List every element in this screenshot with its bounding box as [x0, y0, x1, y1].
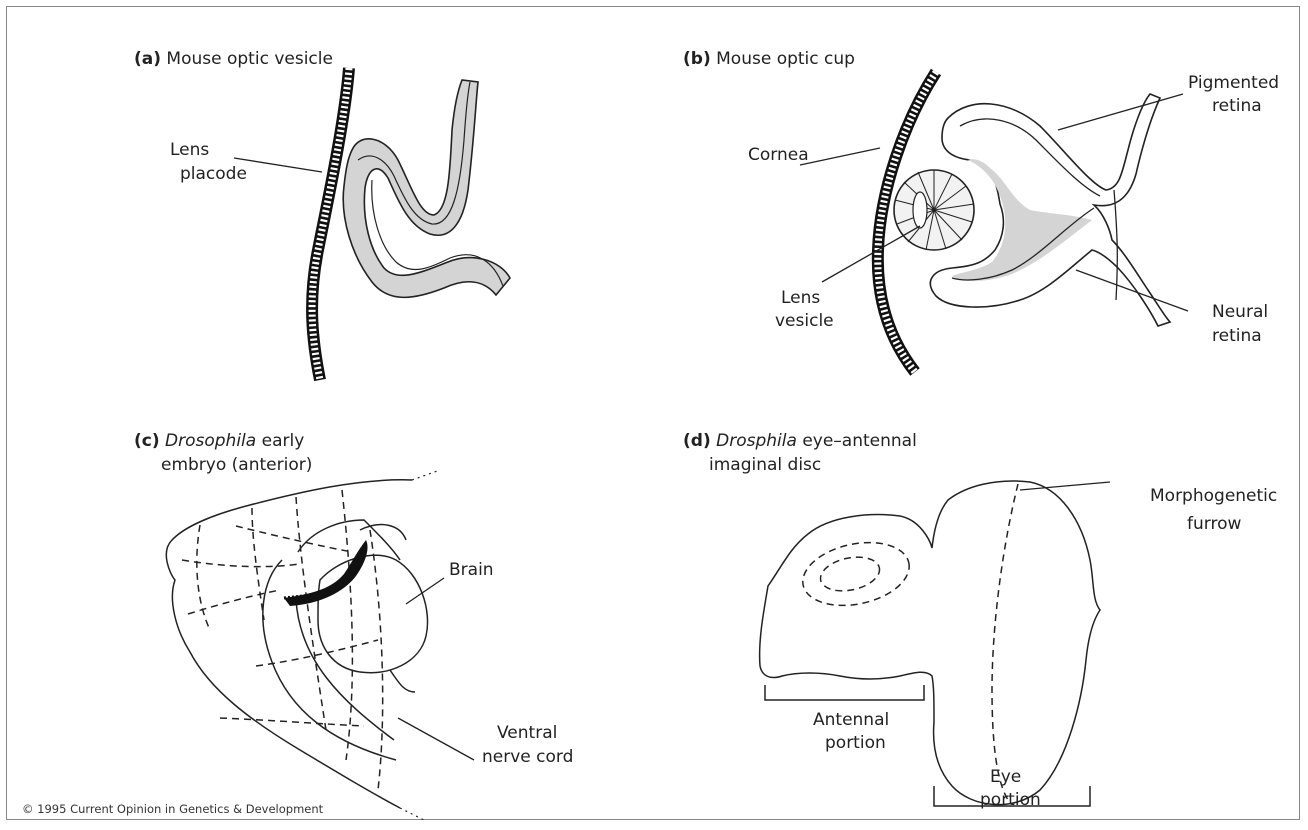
lens-placode-leader [234, 158, 322, 172]
label-lens-vesicle-2: vesicle [775, 311, 834, 331]
copyright-notice: © 1995 Current Opinion in Genetics & Dev… [22, 802, 324, 816]
label-eye-1: Eye [990, 767, 1021, 787]
label-furrow-1: Morphogenetic [1150, 486, 1277, 506]
optic-vesicle [343, 80, 510, 297]
label-pigmented-2: retina [1212, 96, 1262, 116]
ectoderm-strip [312, 68, 349, 380]
label-furrow-2: furrow [1187, 514, 1241, 534]
label-antennal-1: Antennal [813, 710, 889, 730]
brain-outline [318, 555, 428, 672]
antennal-ring-inner [817, 552, 882, 596]
pigmented-retina-leader [1058, 94, 1183, 130]
label-cornea: Cornea [748, 145, 809, 165]
disc-outline [760, 481, 1100, 805]
panel-c-caption-2: embryo (anterior) [161, 455, 312, 475]
label-neural-2: retina [1212, 326, 1262, 346]
panel-b: (b) Mouse optic cup [683, 49, 1279, 372]
panel-c-caption-1: (c) Drosophila early [134, 431, 304, 451]
morphogenetic-furrow [992, 484, 1018, 800]
label-ventral-2: nerve cord [482, 747, 573, 767]
label-ventral-1: Ventral [497, 723, 557, 743]
label-brain: Brain [449, 560, 494, 580]
embryo-outline [166, 480, 412, 808]
label-pigmented-1: Pigmented [1188, 73, 1279, 93]
label-lens-vesicle-1: Lens [781, 288, 820, 308]
panel-b-caption: (b) Mouse optic cup [683, 49, 855, 69]
antennal-ring-outer [797, 533, 915, 614]
label-lens-placode-1: Lens [170, 140, 209, 160]
panel-d-caption-1: (d) Drosphila eye–antennal [683, 431, 917, 451]
panel-a-caption: (a) Mouse optic vesicle [134, 49, 333, 69]
label-eye-2: portion [980, 790, 1041, 810]
panel-d: (d) Drosphila eye–antennal imaginal disc… [683, 431, 1277, 810]
ventral-cord-leader [398, 718, 474, 760]
lens-vesicle-leader [822, 226, 920, 282]
panel-c: (c) Drosophila early embryo (anterior) [134, 431, 573, 820]
label-neural-1: Neural [1212, 302, 1268, 322]
panel-a: (a) Mouse optic vesicle Lens placode [134, 49, 510, 380]
optic-vesicle-inner-line [358, 82, 503, 286]
lens-vesicle [894, 170, 974, 250]
cornea-leader [800, 148, 880, 165]
panel-d-caption-2: imaginal disc [709, 455, 821, 475]
label-lens-placode-2: placode [180, 164, 247, 184]
label-antennal-2: portion [825, 733, 886, 753]
antennal-bracket [765, 685, 924, 700]
